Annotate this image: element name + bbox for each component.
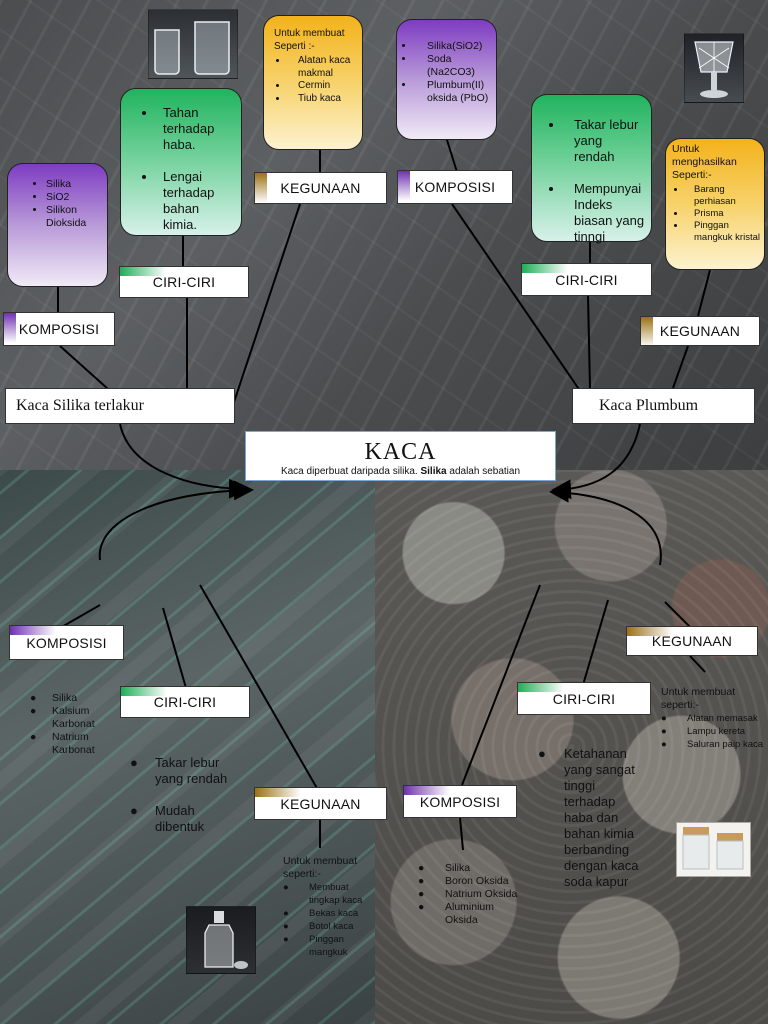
list-item: ●Lampu kereta (661, 726, 746, 737)
list-item: ●Saluran paip kaca (661, 739, 764, 750)
ciri-label-silika-terlakur: CIRI-CIRI (119, 266, 249, 298)
komposisi-label-plumbum: KOMPOSISI (397, 170, 513, 204)
list-item: ●Bekas kaca (283, 908, 359, 919)
ciri-list-bottom-right: ●Ketahanan yang sangat tinggi terhadap h… (538, 746, 646, 890)
ciri-list-bottom-left: ●Takar lebur yang rendah ●Mudah dibentuk (130, 755, 240, 835)
list-item: ●Alatan memasak (661, 713, 758, 724)
list-item: ●Ketahanan yang sangat tinggi terhadap h… (538, 746, 639, 889)
list-item: Lengai terhadap bahan kimia. (157, 169, 235, 233)
kegunaan-list-bottom-right: Untuk membuat seperti:- ●Alatan memasak … (661, 686, 765, 751)
list-item: ●Aluminium Oksida (418, 901, 495, 926)
list-item: Mempunyai Indeks biasan yang tinngi (564, 181, 645, 245)
kegunaan-label-bottom-left: KEGUNAAN (254, 787, 387, 820)
kegunaan-label-bottom-right: KEGUNAAN (626, 626, 758, 656)
list-item: Silika(SiO2) (415, 40, 492, 53)
kegunaan-intro: Untuk membuat Seperti :- (274, 28, 345, 52)
list-item: Plumbum(II) oksida (PbO) (415, 79, 492, 105)
list-item: ●Takar lebur yang rendah (130, 755, 228, 786)
komposisi-card-silika-terlakur: Silika SiO2 Silikon Dioksida (7, 163, 108, 287)
central-topic: KACA Kaca diperbuat daripada silika. Sil… (245, 431, 556, 481)
list-item: Prisma (686, 208, 760, 220)
komposisi-card-plumbum: Silika(SiO2) Soda (Na2CO3) Plumbum(II) o… (396, 19, 497, 140)
glass-bottle-photo (186, 906, 256, 974)
kegunaan-card-plumbum: Untuk menghasilkan Seperti:- Barang perh… (665, 138, 765, 270)
list-item: Silika (46, 178, 103, 191)
list-item: Cermin (288, 80, 358, 93)
ciri-card-plumbum: Takar lebur yang rendah Mempunyai Indeks… (531, 94, 652, 245)
ciri-label-bottom-left: CIRI-CIRI (120, 686, 250, 718)
list-item: ●Natrium Karbonat (30, 731, 95, 756)
central-subtitle: Kaca diperbuat daripada silika. Silika a… (280, 466, 521, 477)
central-title: KACA (364, 439, 437, 465)
list-item: SiO2 (46, 191, 103, 204)
list-item: ●Membuat tingkap kaca (283, 882, 363, 906)
list-item: ●Pinggan mangkuk (283, 934, 348, 958)
ciri-label-bottom-right: CIRI-CIRI (517, 682, 651, 715)
ciri-card-silika-terlakur: Tahan terhadap haba. Lengai terhadap bah… (120, 88, 242, 236)
list-item: Tahan terhadap haba. (157, 105, 235, 153)
node-kaca-silika-terlakur: Kaca Silika terlakur (5, 388, 235, 424)
komposisi-list-bottom-right: ●Silika ●Boron Oksida ●Natrium Oksida ●A… (418, 862, 518, 927)
list-item: Alatan kaca makmal (288, 55, 358, 80)
komposisi-list-bottom-left: ●Silika ●Kalsium Karbonat ●Natrium Karbo… (30, 692, 110, 757)
glass-jars-photo (676, 822, 751, 877)
kegunaan-card-silika-terlakur: Untuk membuat Seperti :- Alatan kaca mak… (263, 15, 363, 150)
list-item: Tiub kaca (288, 93, 358, 106)
list-item: ●Boron Oksida (418, 875, 509, 887)
node-kaca-plumbum: Kaca Plumbum (572, 388, 755, 424)
list-item: ●Kalsium Karbonat (30, 705, 95, 730)
list-item: Takar lebur yang rendah (564, 117, 645, 165)
beakers-photo (148, 9, 238, 79)
list-item: Pinggan mangkuk kristal (686, 220, 760, 244)
komposisi-label-bottom-right: KOMPOSISI (403, 785, 517, 818)
list-item: ●Natrium Oksida (418, 888, 518, 900)
kegunaan-label-plumbum: KEGUNAAN (640, 316, 760, 347)
komposisi-label-bottom-left: KOMPOSISI (9, 625, 124, 660)
list-item: ●Botol kaca (283, 921, 354, 932)
kegunaan-intro: Untuk menghasilkan Seperti:- (672, 143, 737, 181)
list-item: ●Silika (418, 862, 471, 874)
kegunaan-intro: Untuk membuat seperti:- (661, 686, 736, 711)
list-item: ●Mudah dibentuk (130, 803, 205, 834)
komposisi-label-silika-terlakur: KOMPOSISI (3, 312, 115, 346)
kegunaan-list-bottom-left: Untuk membuat seperti:- ●Membuat tingkap… (283, 855, 378, 959)
ciri-label-plumbum: CIRI-CIRI (521, 263, 652, 296)
crystal-glass-photo (684, 33, 744, 103)
kegunaan-intro: Untuk membuat seperti:- (283, 855, 358, 880)
list-item: Soda (Na2CO3) (415, 53, 492, 79)
kegunaan-label-silika-terlakur: KEGUNAAN (254, 172, 387, 204)
list-item: Silikon Dioksida (46, 204, 103, 230)
list-item: ●Silika (30, 692, 78, 704)
list-item: Barang perhiasan (686, 184, 760, 208)
